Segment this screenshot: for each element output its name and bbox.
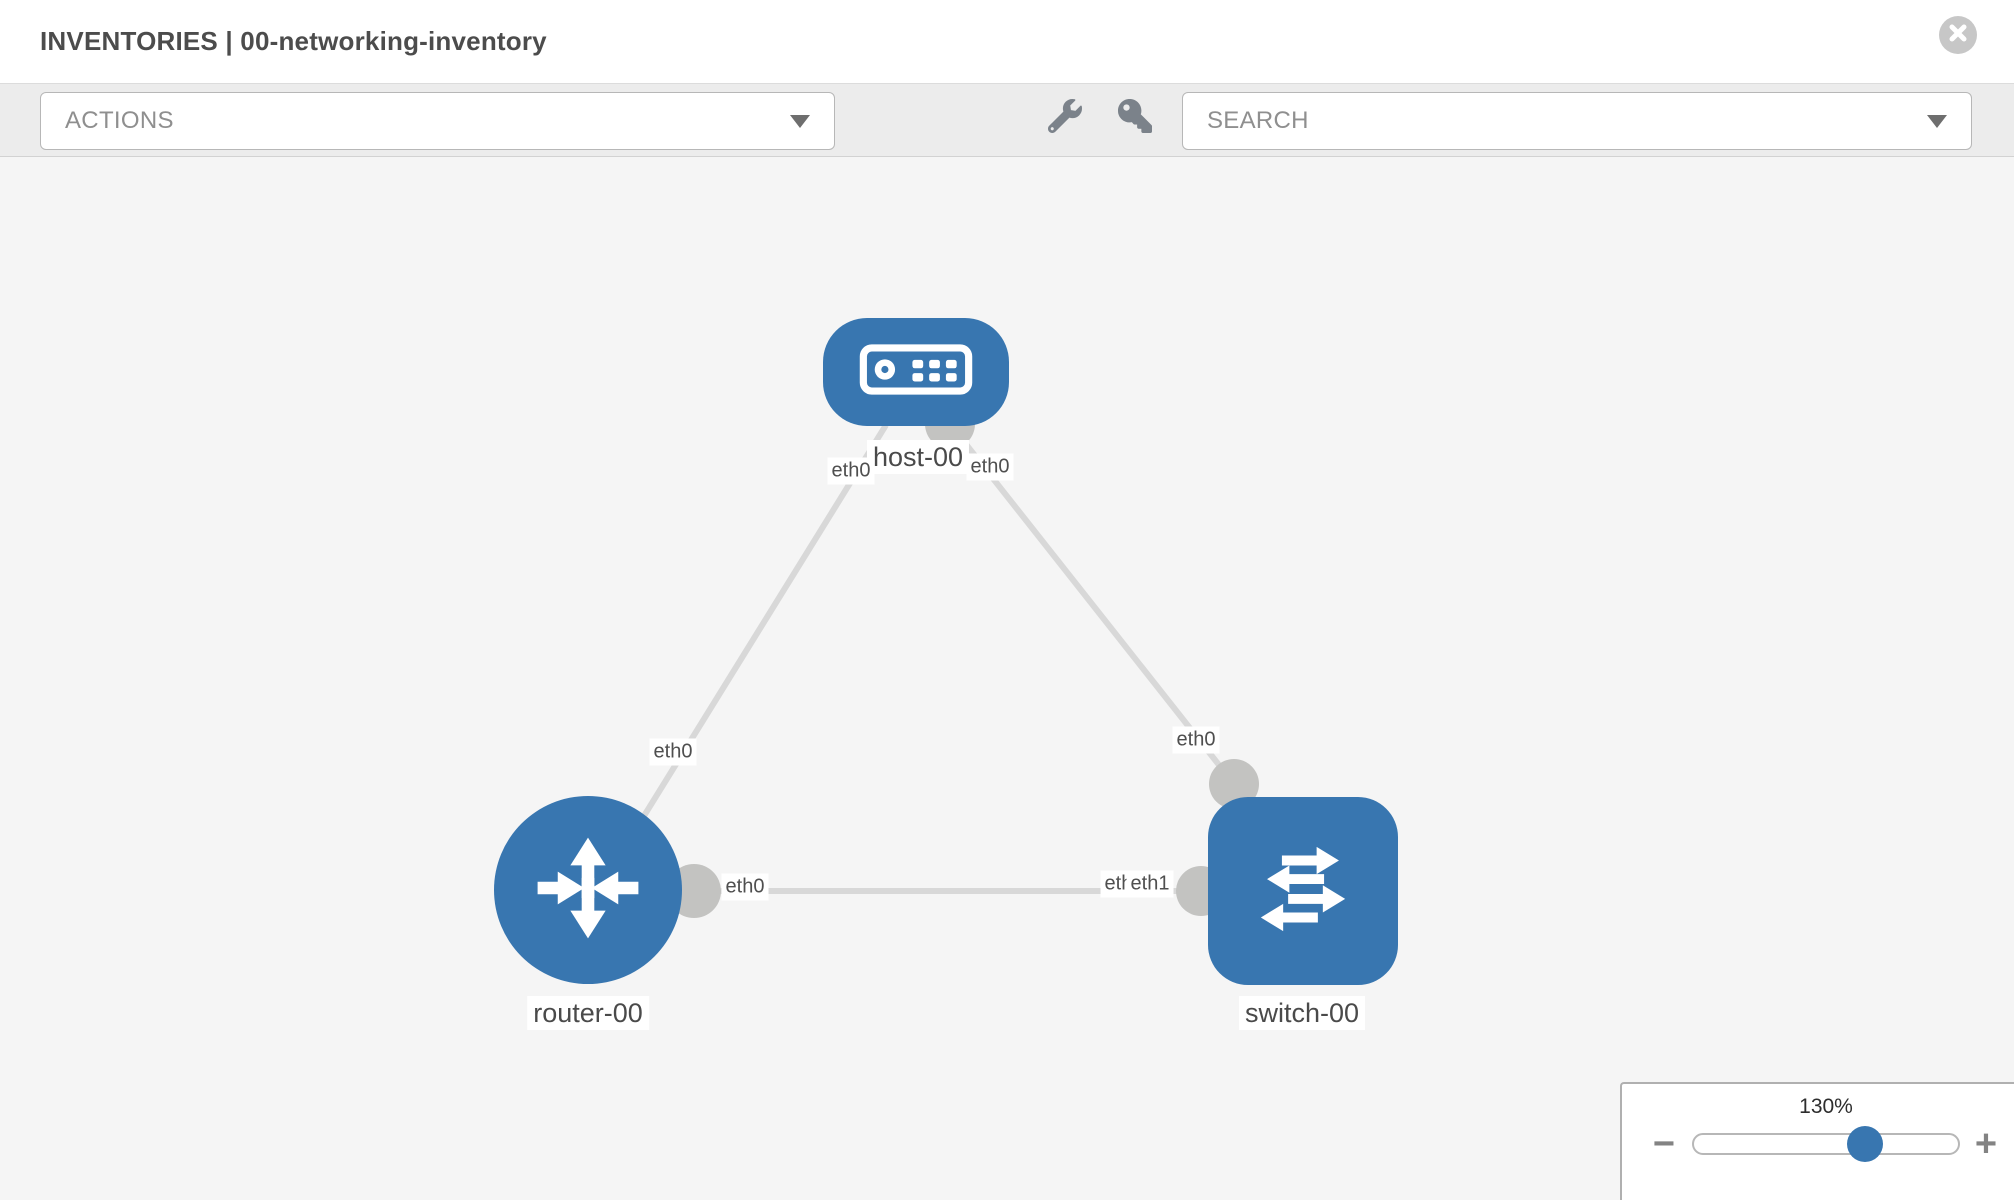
- toolbar: ACTIONS SEARCH: [0, 83, 2014, 157]
- router-icon: [525, 825, 651, 956]
- zoom-slider-track[interactable]: [1692, 1133, 1960, 1155]
- zoom-slider-thumb[interactable]: [1847, 1126, 1883, 1162]
- node-host-00[interactable]: [823, 318, 1009, 426]
- topology-links: [597, 422, 1300, 894]
- switch-icon-node[interactable]: [1208, 797, 1398, 985]
- node-label-switch: switch-00: [1238, 996, 1366, 1030]
- header: INVENTORIES | 00-networking-inventory: [0, 0, 2014, 83]
- link-host-switch: [947, 422, 1237, 786]
- link-host-router: [597, 423, 889, 889]
- search-dropdown-label: SEARCH: [1207, 107, 1309, 134]
- host-icon: [856, 336, 976, 408]
- chevron-down-icon: [1927, 114, 1947, 128]
- switch-icon: [1241, 827, 1365, 956]
- iface-label-router-to-host: eth0: [649, 738, 697, 766]
- actions-dropdown[interactable]: ACTIONS: [40, 92, 835, 150]
- page-title: INVENTORIES | 00-networking-inventory: [40, 26, 547, 56]
- zoom-out-button[interactable]: −: [1652, 1123, 1676, 1165]
- node-label-host: host-00: [866, 440, 970, 474]
- zoom-in-button[interactable]: +: [1974, 1123, 1998, 1165]
- key-icon[interactable]: [1117, 98, 1153, 134]
- iface-label-switch-to-router: eth1: [1126, 870, 1174, 898]
- topology-canvas[interactable]: host-00 router-00 switch-00 eth0 eth0 et…: [0, 157, 2014, 1200]
- wrench-icon[interactable]: [1047, 98, 1083, 134]
- iface-label-host-to-router: eth0: [827, 457, 875, 485]
- node-label-router: router-00: [527, 996, 649, 1030]
- iface-label-switch-to-host: eth0: [1172, 726, 1220, 754]
- chevron-down-icon: [790, 114, 810, 128]
- close-icon: [1948, 23, 1968, 48]
- zoom-panel: 130% − +: [1620, 1082, 2014, 1200]
- close-button[interactable]: [1939, 16, 1977, 54]
- actions-dropdown-label: ACTIONS: [65, 107, 174, 134]
- zoom-level-value: 130%: [1799, 1095, 1853, 1118]
- iface-label-router-to-switch: eth0: [721, 873, 769, 901]
- node-router-00[interactable]: [494, 796, 682, 984]
- search-dropdown[interactable]: SEARCH: [1182, 92, 1972, 150]
- iface-label-host-to-switch: eth0: [966, 453, 1014, 481]
